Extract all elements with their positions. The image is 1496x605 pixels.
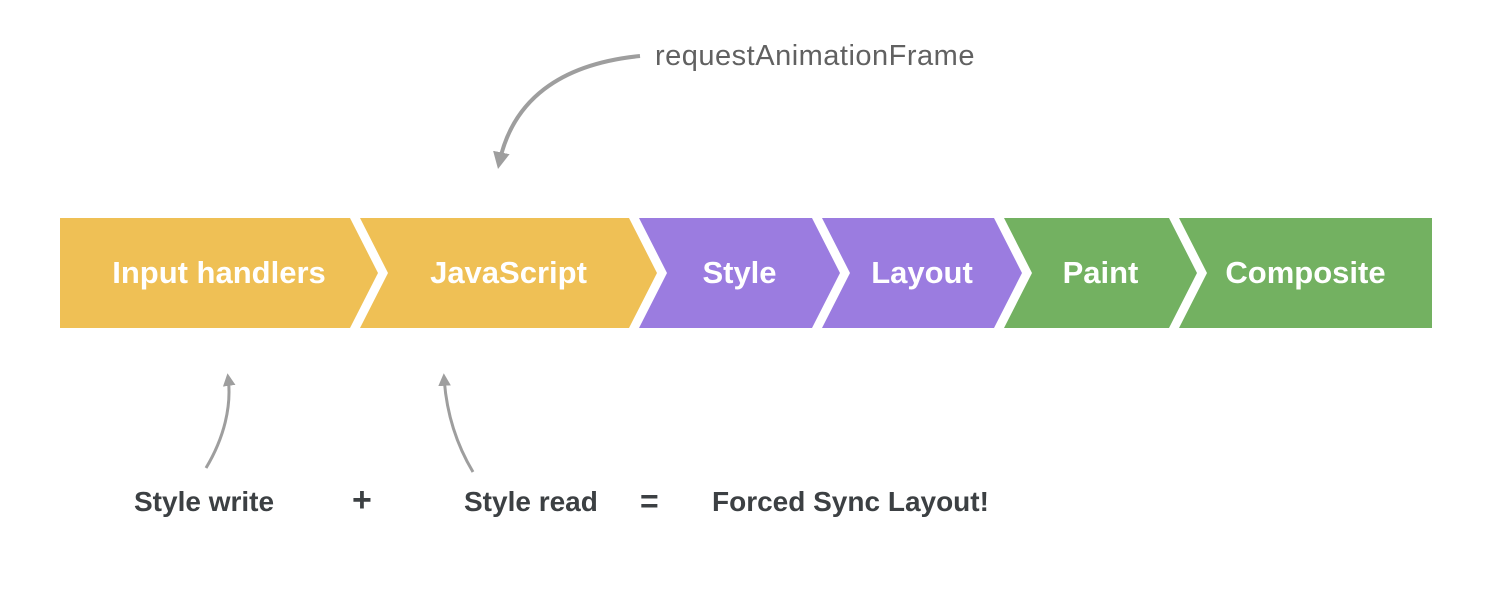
pipeline-segment-label: Layout <box>871 255 973 290</box>
style-write-arrow <box>204 373 236 469</box>
pipeline-segment-label: JavaScript <box>430 255 587 290</box>
equals-operator: = <box>640 483 659 519</box>
pipeline-bar: Input handlers JavaScript Style Layout Paint… <box>60 218 1432 328</box>
pipeline-segment-composite: Composite <box>1179 218 1432 328</box>
pipeline-segment-style: Style <box>639 218 840 328</box>
pipeline-segment-label: Input handlers <box>112 255 326 290</box>
raf-label: requestAnimationFrame <box>655 40 975 72</box>
pipeline-segment-layout: Layout <box>822 218 1022 328</box>
plus-operator: + <box>352 481 372 519</box>
pipeline-segment-input-handlers: Input handlers <box>60 218 378 328</box>
pipeline-segment-javascript: JavaScript <box>360 218 657 328</box>
forced-sync-layout-label: Forced Sync Layout! <box>712 486 989 517</box>
style-read-label: Style read <box>464 486 598 517</box>
pipeline-segment-label: Style <box>702 255 777 290</box>
style-write-label: Style write <box>134 486 275 517</box>
pipeline-segment-label: Composite <box>1225 255 1386 290</box>
style-read-arrow <box>438 373 475 473</box>
pipeline-segment-paint: Paint <box>1004 218 1197 328</box>
pipeline-segment-label: Paint <box>1062 255 1139 290</box>
raf-arrow <box>493 54 641 169</box>
